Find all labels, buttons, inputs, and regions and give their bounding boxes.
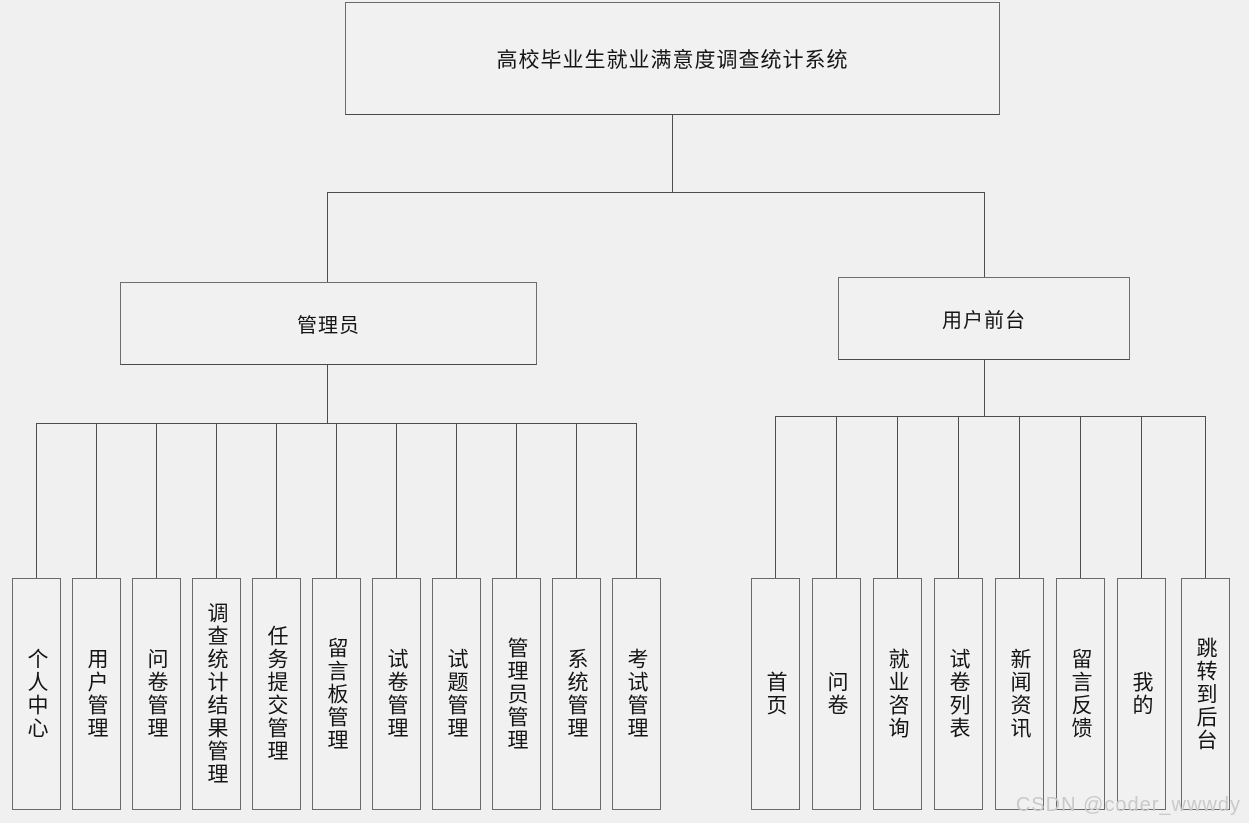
leaf-node-label: 考试管理 bbox=[625, 648, 648, 740]
connector-admin-leaf-drop bbox=[636, 423, 637, 578]
connector-admin-stem bbox=[327, 365, 328, 424]
leaf-node-admin-2[interactable]: 用户管理 bbox=[72, 578, 121, 810]
leaf-node-admin-11[interactable]: 考试管理 bbox=[612, 578, 661, 810]
root-node-system[interactable]: 高校毕业生就业满意度调查统计系统 bbox=[345, 2, 1000, 115]
leaf-node-frontend-7[interactable]: 我的 bbox=[1117, 578, 1166, 810]
connector-frontend-leaf-drop bbox=[1141, 416, 1142, 578]
leaf-node-label: 留言板管理 bbox=[325, 636, 348, 752]
connector-frontend-leaf-drop bbox=[836, 416, 837, 578]
connector-admin-leaf-drop bbox=[396, 423, 397, 578]
leaf-node-label: 用户管理 bbox=[85, 648, 108, 740]
leaf-node-label: 调查统计结果管理 bbox=[205, 602, 228, 786]
branch-node-admin-label: 管理员 bbox=[297, 315, 360, 337]
leaf-node-admin-7[interactable]: 试卷管理 bbox=[372, 578, 421, 810]
leaf-node-frontend-8[interactable]: 跳转到后台 bbox=[1181, 578, 1230, 810]
leaf-node-frontend-5[interactable]: 新闻资讯 bbox=[995, 578, 1044, 810]
leaf-node-label: 管理员管理 bbox=[505, 636, 528, 752]
branch-node-admin[interactable]: 管理员 bbox=[120, 282, 537, 365]
connector-admin-leaf-drop bbox=[576, 423, 577, 578]
connector-level1-bus bbox=[327, 192, 985, 193]
connector-admin-leaf-drop bbox=[216, 423, 217, 578]
leaf-node-label: 留言反馈 bbox=[1069, 648, 1092, 740]
leaf-node-label: 跳转到后台 bbox=[1194, 636, 1217, 752]
leaf-node-label: 个人中心 bbox=[25, 648, 48, 740]
leaf-node-admin-4[interactable]: 调查统计结果管理 bbox=[192, 578, 241, 810]
leaf-node-label: 试卷列表 bbox=[947, 648, 970, 740]
leaf-node-frontend-3[interactable]: 就业咨询 bbox=[873, 578, 922, 810]
leaf-node-frontend-1[interactable]: 首页 bbox=[751, 578, 800, 810]
connector-frontend-drop bbox=[984, 192, 985, 278]
leaf-node-label: 就业咨询 bbox=[886, 648, 909, 740]
leaf-node-label: 试题管理 bbox=[445, 648, 468, 740]
leaf-node-frontend-4[interactable]: 试卷列表 bbox=[934, 578, 983, 810]
leaf-node-frontend-2[interactable]: 问卷 bbox=[812, 578, 861, 810]
leaf-node-admin-8[interactable]: 试题管理 bbox=[432, 578, 481, 810]
connector-frontend-leaf-drop bbox=[1019, 416, 1020, 578]
leaf-node-label: 问卷 bbox=[825, 671, 848, 717]
connector-admin-leaf-drop bbox=[156, 423, 157, 578]
leaf-node-admin-5[interactable]: 任务提交管理 bbox=[252, 578, 301, 810]
connector-admin-leaf-drop bbox=[516, 423, 517, 578]
leaf-node-admin-9[interactable]: 管理员管理 bbox=[492, 578, 541, 810]
connector-frontend-leaf-drop bbox=[1205, 416, 1206, 578]
leaf-node-admin-10[interactable]: 系统管理 bbox=[552, 578, 601, 810]
connector-root-stem bbox=[672, 115, 673, 193]
leaf-node-label: 系统管理 bbox=[565, 648, 588, 740]
leaf-node-label: 任务提交管理 bbox=[265, 625, 288, 763]
connector-frontend-bus bbox=[775, 416, 1205, 417]
root-node-label: 高校毕业生就业满意度调查统计系统 bbox=[496, 48, 849, 72]
branch-node-frontend-label: 用户前台 bbox=[942, 310, 1026, 332]
leaf-node-label: 我的 bbox=[1130, 671, 1153, 717]
leaf-node-label: 新闻资讯 bbox=[1008, 648, 1031, 740]
connector-frontend-leaf-drop bbox=[1080, 416, 1081, 578]
leaf-node-frontend-6[interactable]: 留言反馈 bbox=[1056, 578, 1105, 810]
connector-admin-leaf-drop bbox=[276, 423, 277, 578]
leaf-node-label: 问卷管理 bbox=[145, 648, 168, 740]
connector-frontend-leaf-drop bbox=[897, 416, 898, 578]
connector-frontend-leaf-drop bbox=[958, 416, 959, 578]
branch-node-frontend[interactable]: 用户前台 bbox=[838, 277, 1130, 360]
leaf-node-admin-6[interactable]: 留言板管理 bbox=[312, 578, 361, 810]
leaf-node-admin-3[interactable]: 问卷管理 bbox=[132, 578, 181, 810]
connector-admin-drop bbox=[327, 192, 328, 283]
leaf-node-admin-1[interactable]: 个人中心 bbox=[12, 578, 61, 810]
connector-frontend-stem bbox=[984, 360, 985, 417]
connector-admin-leaf-drop bbox=[336, 423, 337, 578]
connector-admin-leaf-drop bbox=[36, 423, 37, 578]
connector-admin-leaf-drop bbox=[96, 423, 97, 578]
connector-frontend-leaf-drop bbox=[775, 416, 776, 578]
leaf-node-label: 首页 bbox=[764, 671, 787, 717]
leaf-node-label: 试卷管理 bbox=[385, 648, 408, 740]
connector-admin-leaf-drop bbox=[456, 423, 457, 578]
